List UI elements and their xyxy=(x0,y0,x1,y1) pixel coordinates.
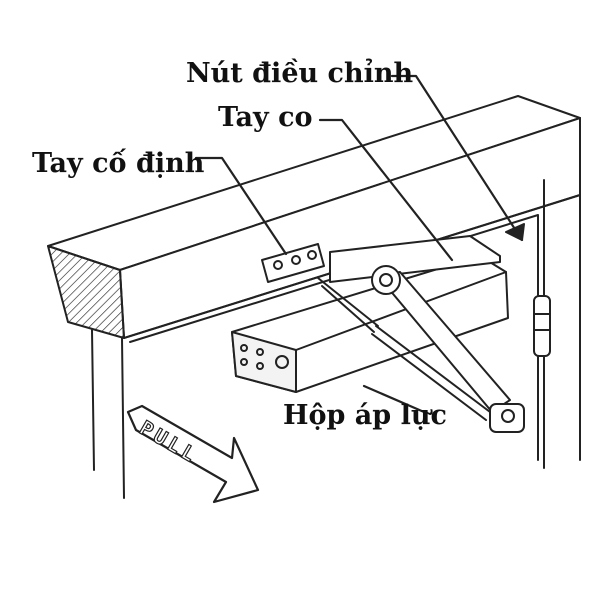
fixed-bracket xyxy=(261,243,325,283)
leader-lines xyxy=(194,74,524,414)
pressure-box xyxy=(231,255,509,393)
door-outline xyxy=(129,214,539,461)
main-arm xyxy=(371,265,511,413)
adjust-knob-arrow xyxy=(505,223,525,241)
arm-label: Tay co xyxy=(218,102,313,133)
door-frame-header xyxy=(47,95,581,339)
top-mount-plate xyxy=(329,235,501,283)
hinge xyxy=(533,295,551,357)
pressure-box-label: Hộp áp lực xyxy=(283,400,447,431)
fixed-arm-label: Tay cố định xyxy=(32,148,205,179)
fixed-arm-rod xyxy=(317,277,491,421)
elbow-joint xyxy=(489,403,525,433)
adjust-knob-label: Nút điều chỉnh xyxy=(186,58,414,89)
pull-sign: PULL xyxy=(126,404,260,504)
